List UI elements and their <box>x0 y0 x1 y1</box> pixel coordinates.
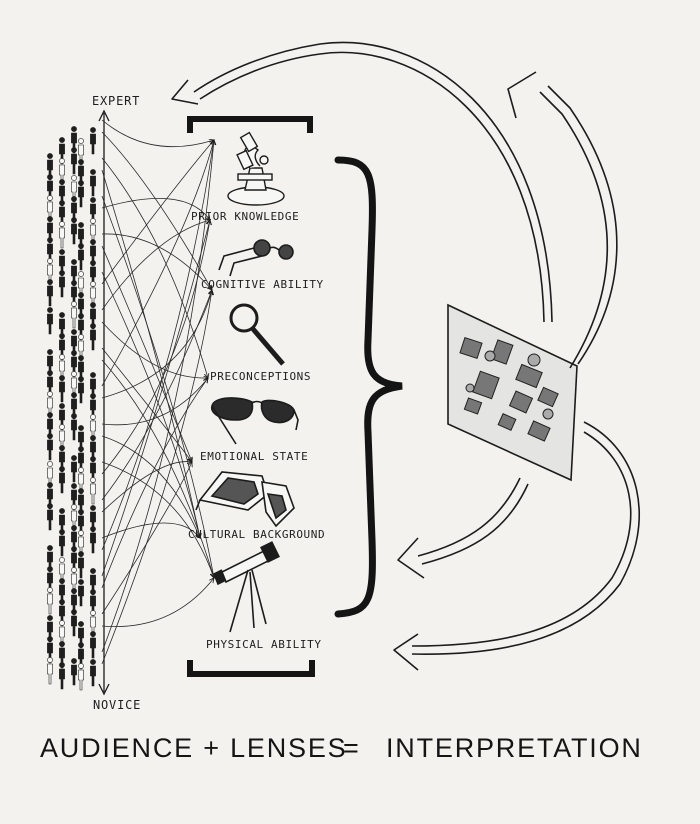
artifact-machines-icon <box>459 336 559 442</box>
sunglasses-icon <box>211 397 299 445</box>
person-figure <box>46 586 54 615</box>
audience-arrow <box>101 140 214 285</box>
audience-arrow <box>101 321 208 378</box>
person-figure <box>89 322 97 351</box>
audience-arrow <box>101 462 192 615</box>
person-figure <box>70 657 78 686</box>
person-figure <box>46 502 54 531</box>
person-figure <box>46 656 54 685</box>
artifact-image <box>447 303 578 482</box>
lens-label-emotional-state: EMOTIONAL STATE <box>200 450 309 463</box>
feedback-arrows <box>171 41 640 671</box>
person-figure <box>89 658 97 687</box>
audience-arrow <box>101 119 214 148</box>
audience-arrow <box>101 198 210 220</box>
audience-arrow <box>101 290 212 399</box>
person-figure <box>46 306 54 335</box>
audience-arrow <box>101 220 210 311</box>
lens-label-physical-ability: PHYSICAL ABILITY <box>206 638 322 651</box>
reading-glasses-icon <box>218 239 294 277</box>
audience-arrow <box>101 461 214 578</box>
person-figure <box>58 528 66 557</box>
person-figure <box>89 168 97 197</box>
person-figure <box>70 454 78 483</box>
audience-arrow <box>101 220 210 577</box>
audience-arrow <box>101 195 214 578</box>
audience-arrow <box>101 140 214 653</box>
lens-frame <box>187 116 315 677</box>
person-figure <box>70 146 78 175</box>
axis-bottom-label: NOVICE <box>93 698 142 712</box>
person-figure <box>58 661 66 690</box>
person-figure <box>58 465 66 494</box>
lens-label-prior-knowledge: PRIOR KNOWLEDGE <box>191 210 300 223</box>
person-figure <box>89 126 97 155</box>
person-figure <box>89 525 97 554</box>
lens-label-cognitive-ability: COGNITIVE ABILITY <box>201 278 324 291</box>
axis-top-label: EXPERT <box>92 94 141 108</box>
audience-arrow <box>101 290 212 501</box>
3d-glasses-icon <box>195 471 295 528</box>
audience-arrow <box>101 578 214 627</box>
audience-arrow <box>101 220 210 475</box>
person-figure <box>58 220 66 249</box>
person-figure <box>77 578 85 607</box>
equation-right: INTERPRETATION <box>386 733 643 763</box>
person-figure <box>89 476 97 505</box>
audience-to-lens-arrows <box>101 119 214 665</box>
lens-label-preconceptions: PRECONCEPTIONS <box>210 370 312 383</box>
person-figure <box>70 608 78 637</box>
person-figure <box>70 412 78 441</box>
audience-arrow <box>101 347 192 462</box>
audience-arrow <box>101 290 212 665</box>
expertise-axis <box>98 109 110 696</box>
equation-equals: = <box>343 733 361 763</box>
audience-arrow <box>101 462 192 513</box>
person-figure <box>77 242 85 271</box>
telescope-icon <box>212 541 280 633</box>
audience-crowd <box>46 125 97 691</box>
person-figure <box>89 630 97 659</box>
audience-arrow <box>101 359 214 578</box>
audience-arrow <box>101 378 208 426</box>
audience-arrow <box>101 378 208 589</box>
audience-arrow <box>101 140 214 551</box>
audience-arrow <box>101 245 192 462</box>
person-figure <box>77 179 85 208</box>
magnifying-glass-icon <box>229 303 285 366</box>
person-figure <box>58 374 66 403</box>
person-figure <box>77 662 85 691</box>
person-figure <box>58 269 66 298</box>
audience-arrow <box>101 157 208 378</box>
audience-arrow <box>101 271 200 538</box>
grouping-brace <box>334 156 403 618</box>
microscope-icon <box>227 131 285 206</box>
person-figure <box>70 300 78 329</box>
audience-arrow <box>101 140 214 387</box>
person-figure <box>77 550 85 579</box>
lens-label-cultural-background: CULTURAL BACKGROUND <box>188 528 326 541</box>
person-figure <box>70 216 78 245</box>
equation-left: AUDIENCE + LENSES <box>40 733 348 763</box>
audience-arrow <box>101 169 200 538</box>
person-figure <box>46 432 54 461</box>
person-figure <box>77 375 85 404</box>
person-figure <box>46 278 54 307</box>
